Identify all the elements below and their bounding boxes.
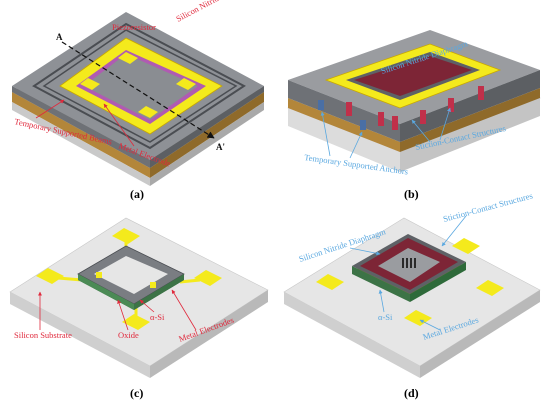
panel-a-device: [12, 12, 264, 186]
label-silicon-nitride-a: Silicon Nitride Diaphragm: [174, 0, 259, 24]
panel-d: Silicon Nitride Diaphragm Stiction-Conta…: [283, 190, 541, 400]
panel-c: α-Si Oxide Metal Electrodes Silicon Subs…: [9, 217, 269, 400]
label-alpha-si-c: α-Si: [150, 312, 165, 322]
panel-c-device: [9, 217, 269, 378]
label-silicon-substrate: Silicon Substrate: [14, 330, 72, 340]
caption-c: (c): [130, 386, 143, 400]
panel-b-device: [287, 30, 541, 172]
axis-label-a: A: [56, 32, 63, 42]
panel-b: Silicon Nitride Diaphragm Stiction-Conta…: [287, 30, 541, 201]
panel-d-device: [283, 217, 541, 378]
axis-label-a-prime: A': [216, 142, 225, 152]
label-stiction-d: Stiction-Contact Structures: [442, 190, 534, 224]
label-piezoresistor: Piezoresistor: [112, 22, 156, 32]
panel-a: A A' Piezoresistor Silicon Nitride Diaph…: [12, 0, 264, 201]
caption-a: (a): [130, 187, 144, 201]
caption-b: (b): [404, 187, 419, 201]
label-alpha-si-d: α-Si: [378, 312, 393, 322]
caption-d: (d): [404, 386, 419, 400]
label-oxide: Oxide: [118, 330, 139, 340]
